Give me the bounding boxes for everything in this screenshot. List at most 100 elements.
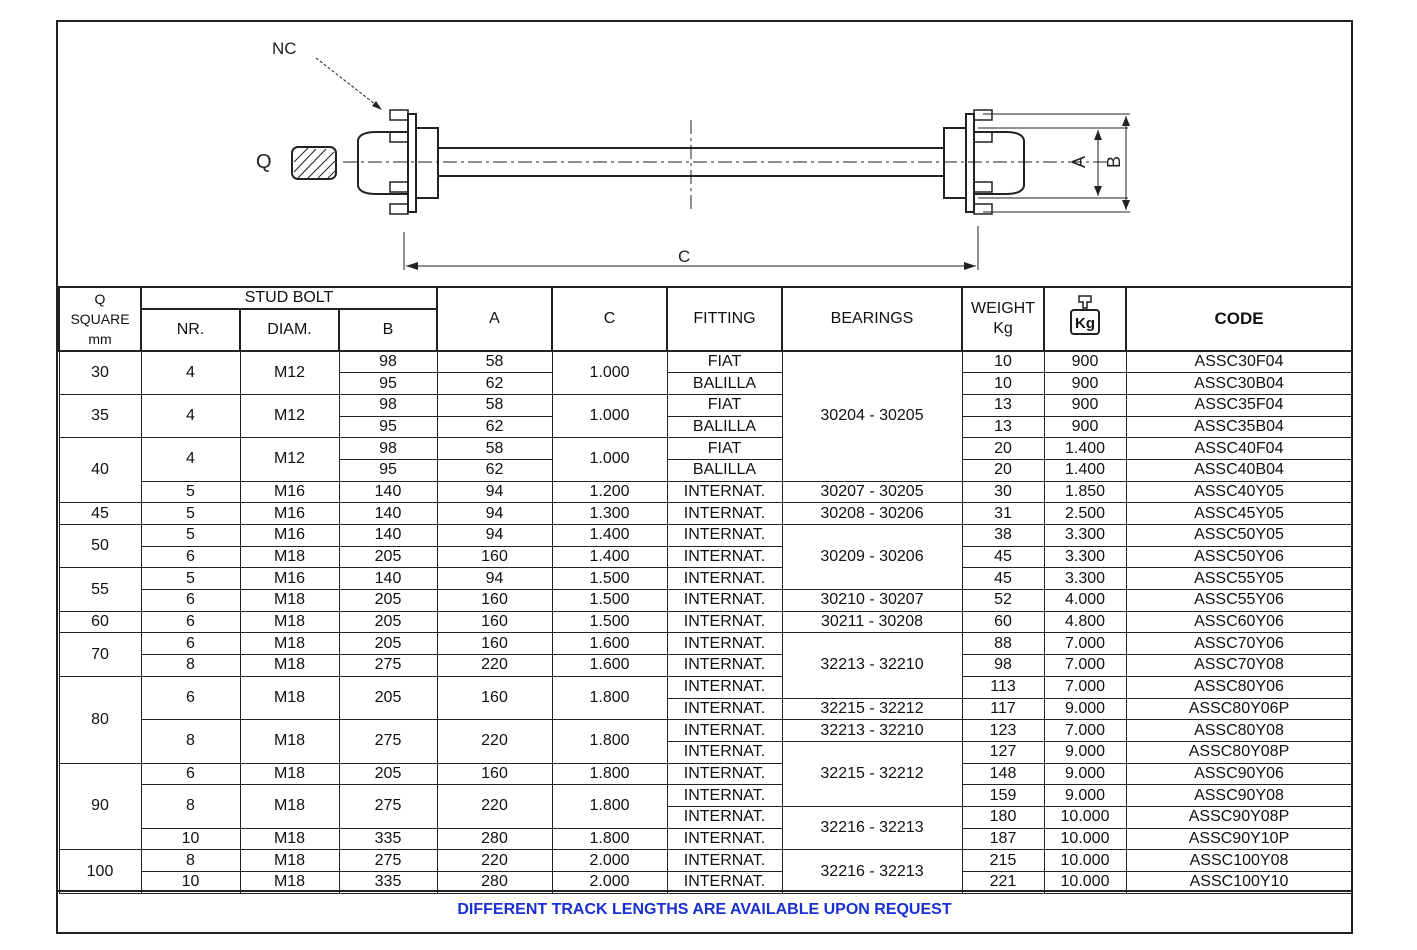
a-cell: 280 [436, 827, 553, 851]
fitting-cell: INTERNAT. [666, 805, 783, 829]
axle-technical-drawing: NC Q A B C [58, 22, 1351, 286]
load-cell: 7.000 [1043, 719, 1127, 742]
nr-cell: 4 [140, 437, 241, 482]
table-row: 30 4 M12 98 58 1.000 FIAT 30204 - 30205 … [58, 350, 1353, 482]
weight-cell: 45 [961, 545, 1045, 569]
nr-cell: 4 [140, 393, 241, 439]
q-cell: 60 [58, 610, 142, 634]
a-cell: 58 [436, 350, 553, 374]
spec-table-body: 30 4 M12 98 58 1.000 FIAT 30204 - 30205 … [58, 350, 1353, 894]
bearings-cell: 32213 - 32210 [781, 632, 963, 699]
q-label: Q [256, 151, 272, 173]
load-cell: 900 [1043, 350, 1127, 374]
fitting-cell: INTERNAT. [666, 719, 783, 742]
b-cell: 205 [338, 632, 438, 656]
b-cell: 95 [338, 415, 438, 439]
code-cell: ASSC70Y06 [1125, 632, 1353, 656]
code-cell: ASSC80Y08P [1125, 740, 1353, 764]
diam-cell: M12 [239, 393, 340, 439]
diam-cell: M18 [239, 762, 340, 786]
weight-cell: 123 [961, 719, 1045, 742]
weight-icon: Kg [1070, 295, 1100, 335]
q-cell: 45 [58, 502, 142, 525]
fitting-cell: INTERNAT. [666, 849, 783, 872]
nr-cell: 5 [140, 524, 241, 547]
diam-cell: M12 [239, 437, 340, 482]
a-cell: 94 [436, 524, 553, 547]
code-cell: ASSC100Y10 [1125, 871, 1353, 894]
code-cell: ASSC40Y05 [1125, 480, 1353, 504]
fitting-cell: INTERNAT. [666, 502, 783, 525]
fitting-cell: INTERNAT. [666, 740, 783, 764]
fitting-cell: INTERNAT. [666, 567, 783, 591]
a-label: A [1069, 156, 1089, 168]
load-cell: 9.000 [1043, 762, 1127, 786]
a-cell: 62 [436, 458, 553, 482]
fitting-cell: INTERNAT. [666, 610, 783, 634]
c-header: C [551, 286, 668, 352]
a-cell: 220 [436, 849, 553, 872]
diam-cell: M18 [239, 719, 340, 764]
weight-cell: 159 [961, 784, 1045, 807]
nr-cell: 6 [140, 589, 241, 612]
c-cell: 1.800 [551, 762, 668, 786]
fitting-cell: FIAT [666, 393, 783, 417]
fitting-cell: INTERNAT. [666, 871, 783, 894]
bearings-cell: 30209 - 30206 [781, 523, 963, 591]
diam-cell: M18 [239, 871, 340, 894]
load-capacity-header: Kg [1043, 286, 1127, 352]
table-row: 45 5 M16 140 94 1.300 INTERNAT. 30208 - … [58, 502, 1353, 525]
table-row: 5 M16 140 94 1.200 INTERNAT. 30207 - 302… [59, 480, 1353, 504]
c-cell: 1.300 [551, 502, 668, 525]
b-cell: 335 [338, 827, 438, 851]
table-row: 60 6 M18 205 160 1.500 INTERNAT. 30211 -… [58, 610, 1353, 634]
q-cell: 30 [58, 350, 142, 395]
a-cell: 94 [436, 502, 553, 525]
c-cell: 1.800 [551, 784, 668, 829]
diam-cell: M18 [239, 849, 340, 872]
b-cell: 205 [338, 675, 438, 721]
q-cell: 40 [58, 437, 142, 504]
table-row: 6 M18 205 160 1.400 INTERNAT. 45 3.300 A… [59, 545, 1353, 569]
q-cell: 50 [58, 523, 142, 569]
a-cell: 160 [436, 545, 553, 569]
b-header: B [338, 308, 438, 352]
weight-cell: 13 [961, 393, 1045, 417]
nr-cell: 6 [140, 762, 241, 786]
weight-cell: 221 [961, 871, 1045, 894]
load-cell: 2.500 [1043, 502, 1127, 525]
b-cell: 205 [338, 610, 438, 634]
nr-cell: 6 [140, 632, 241, 656]
b-cell: 95 [338, 458, 438, 482]
weight-cell: 98 [961, 654, 1045, 677]
q-cell: 100 [58, 849, 142, 894]
fitting-header: FITTING [666, 286, 783, 352]
c-cell: 1.800 [551, 827, 668, 851]
code-header: CODE [1125, 286, 1353, 352]
a-cell: 220 [436, 784, 553, 829]
bearings-cell: 32216 - 32213 [781, 805, 963, 851]
table-row: 95 62 BALILLA 13 900 ASSC35B04 [59, 415, 1353, 439]
a-cell: 160 [436, 675, 553, 721]
weight-cell: 45 [961, 567, 1045, 591]
c-label: C [678, 247, 690, 266]
fitting-cell: BALILLA [666, 458, 783, 482]
q-section-icon [291, 146, 337, 180]
diam-cell: M12 [239, 350, 340, 395]
fitting-cell: INTERNAT. [666, 654, 783, 677]
load-cell: 9.000 [1043, 697, 1127, 721]
fitting-cell: INTERNAT. [666, 589, 783, 612]
code-cell: ASSC40B04 [1125, 458, 1353, 482]
fitting-cell: INTERNAT. [666, 480, 783, 504]
weight-cell: 20 [961, 458, 1045, 482]
bearings-cell: 30211 - 30208 [781, 610, 963, 634]
table-row: 10 M18 335 280 2.000 INTERNAT. 221 10.00… [59, 871, 1353, 894]
table-row: 8 M18 275 220 1.800 INTERNAT. 32213 - 32… [59, 719, 1353, 764]
svg-text:Kg: Kg [1075, 315, 1095, 332]
table-row: 6 M18 205 160 1.500 INTERNAT. 30210 - 30… [59, 589, 1353, 612]
fitting-cell: INTERNAT. [666, 675, 783, 699]
weight-cell: 10 [961, 372, 1045, 395]
weight-cell: 13 [961, 415, 1045, 439]
load-cell: 7.000 [1043, 632, 1127, 656]
table-row: 90 6 M18 205 160 1.800 INTERNAT. 148 9.0… [58, 762, 1353, 851]
